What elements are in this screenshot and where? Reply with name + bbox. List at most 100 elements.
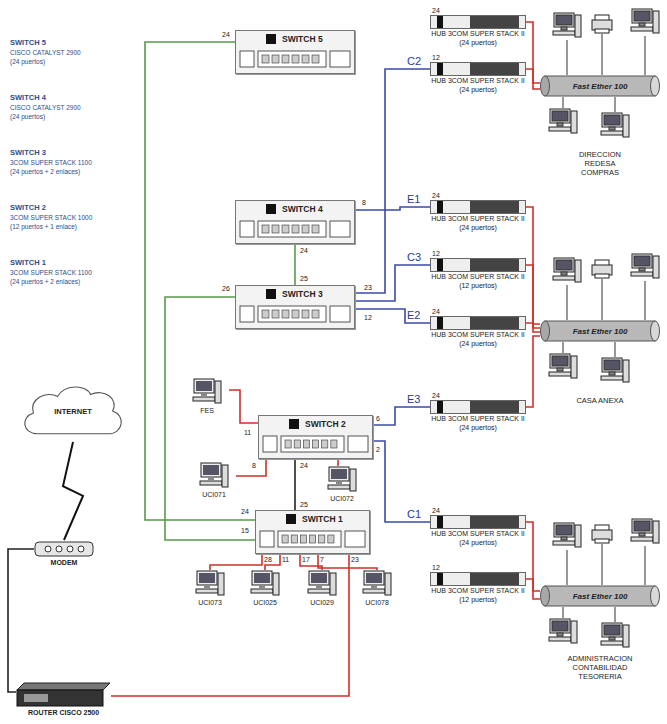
port-number: 15: [241, 526, 249, 535]
port-number: 28: [264, 555, 272, 564]
port-number: 17: [302, 555, 310, 564]
port-block: [260, 531, 274, 547]
port-number: 8: [252, 461, 256, 470]
cable-label: E2: [406, 309, 421, 321]
cable-label: C2: [406, 55, 422, 67]
port: [272, 225, 279, 233]
status-led: [286, 514, 296, 524]
network-cable: [526, 336, 540, 407]
hub-front: [430, 515, 526, 529]
switch-header: SWITCH 3: [236, 286, 354, 299]
hub-unit: HUB 3COM SUPER STACK II(24 puertos): [430, 15, 526, 47]
port-block: [240, 221, 254, 237]
node-text: MODEM: [34, 558, 94, 567]
node-text: (24 puertos): [430, 223, 526, 232]
port-number: 12: [364, 313, 372, 322]
port-number: 24: [241, 507, 249, 516]
port: [302, 225, 309, 233]
model-note: 3COM SUPER STACK 1000: [10, 213, 92, 222]
port-number: 24: [300, 246, 308, 255]
node-text: UCI078: [355, 598, 399, 607]
network-cable: [236, 459, 266, 476]
port-number: 23: [364, 283, 372, 292]
cloud-outline: [25, 387, 122, 434]
network-cable: [294, 459, 296, 510]
cylinder-body: [545, 76, 655, 96]
port: [291, 535, 297, 543]
node-text: UCI029: [300, 598, 344, 607]
port: [282, 55, 289, 63]
port: [312, 55, 319, 63]
node-text: HUB 3COM SUPER STACK II: [430, 29, 526, 38]
model-heading: SWITCH 3: [10, 148, 46, 157]
status-led: [266, 34, 276, 44]
port-number: 12: [432, 563, 440, 572]
workstation: UCI025: [243, 570, 287, 607]
hub-unit: HUB 3COM SUPER STACK II(12 puertos): [430, 572, 526, 604]
node-text: (24 puertos): [430, 423, 526, 432]
port-number: 24: [432, 6, 440, 15]
port: [272, 55, 279, 63]
port-block: [258, 306, 326, 322]
hub-unit: HUB 3COM SUPER STACK II(24 puertos): [430, 515, 526, 547]
node-text: HUB 3COM SUPER STACK II: [430, 76, 526, 85]
port: [282, 310, 289, 318]
workstation: FES: [185, 378, 229, 415]
network-cable: [526, 69, 540, 89]
hub-front: [430, 316, 526, 330]
network-cable: [526, 579, 540, 599]
network-cable: [265, 554, 280, 570]
node-text: HUB 3COM SUPER STACK II: [430, 330, 526, 339]
lan-segment: Fast Ether 100: [540, 585, 660, 607]
area-name: DIRECCION REDESA COMPRAS: [565, 150, 635, 177]
port-number: 26: [222, 284, 230, 293]
port-block: [278, 531, 341, 547]
port-number: 24: [432, 307, 440, 316]
port: [303, 440, 309, 448]
network-cable: [165, 297, 255, 540]
model-note: (24 puertos + 2 enlaces): [10, 167, 80, 176]
hub-unit: HUB 3COM SUPER STACK II(24 puertos): [430, 200, 526, 232]
computer-icon: [251, 571, 279, 595]
node-text: (12 puertos): [430, 281, 526, 290]
modem-light: [78, 546, 84, 552]
hub-unit: HUB 3COM SUPER STACK II(24 puertos): [430, 316, 526, 348]
network-cable: [355, 309, 430, 323]
port: [282, 535, 288, 543]
modem-light: [67, 546, 73, 552]
port-block: [240, 51, 254, 67]
modem-icon: [34, 540, 94, 558]
cylinder-end: [541, 76, 550, 96]
network-switch: SWITCH 1: [255, 510, 370, 554]
node-text: UCI025: [243, 598, 287, 607]
network-cable: [337, 459, 339, 466]
computer-icon: [199, 462, 229, 490]
lan-segment: Fast Ether 100: [540, 320, 660, 342]
network-cable: [355, 69, 430, 293]
port-number: 24: [300, 461, 308, 470]
internet-cloud: INTERNET: [18, 380, 128, 442]
computer-icon: [308, 571, 336, 595]
workstation: UCI073: [188, 570, 232, 607]
node-text: (24 puertos): [430, 339, 526, 348]
cable-label: C1: [406, 508, 422, 520]
status-led: [266, 204, 276, 214]
computer-icon: [363, 571, 391, 595]
hub-front: [430, 62, 526, 76]
port-block: [281, 436, 344, 452]
port: [302, 55, 309, 63]
computer-icon: [195, 570, 225, 598]
port: [294, 440, 300, 448]
network-switch: SWITCH 4: [235, 200, 355, 244]
network-cable: [526, 265, 540, 328]
port-number: 12: [432, 249, 440, 258]
node-text: Fast Ether 100: [573, 327, 628, 336]
router-body: [17, 690, 103, 706]
computer-icon: [193, 379, 221, 403]
port-block: [330, 51, 350, 67]
port-block: [348, 436, 368, 452]
router-icon: [16, 682, 111, 708]
lan-segment: Fast Ether 100: [540, 75, 660, 97]
